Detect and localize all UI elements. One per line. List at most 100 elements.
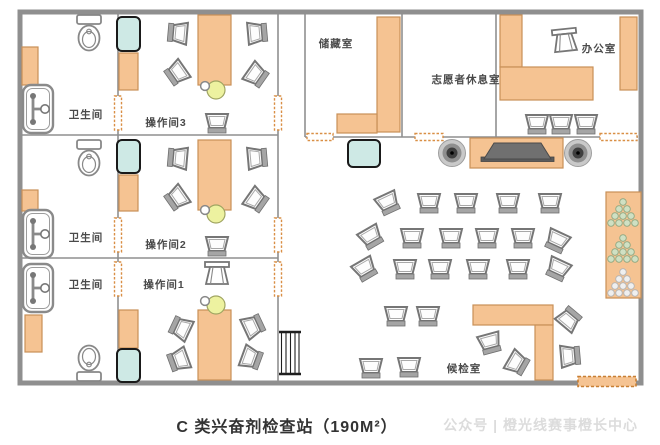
speaker-icon <box>564 139 592 167</box>
chair-icon <box>525 114 549 135</box>
chair-icon <box>496 193 520 214</box>
room-label-bathroom-1: 卫生间 <box>69 108 104 121</box>
waiting-desk-horizontal <box>472 304 554 326</box>
toilet-icon <box>76 14 102 52</box>
chair-icon <box>397 357 421 378</box>
door-icon <box>273 261 283 297</box>
cabinet <box>118 309 139 349</box>
toilet-icon <box>76 344 102 382</box>
cabinet <box>21 46 39 86</box>
chair-icon <box>373 189 404 218</box>
teal-unit <box>116 139 141 174</box>
chair-icon <box>205 236 229 257</box>
chair-icon <box>559 343 582 369</box>
floor-plan: 卫生间 卫生间 卫生间 操作间3 操作间2 操作间1 储藏室 志愿者休息室 办公… <box>17 9 644 388</box>
room-label-volunteer-lounge: 志愿者休息室 <box>432 73 501 86</box>
teal-unit <box>116 16 141 52</box>
cabinet <box>118 174 139 212</box>
stool-icon <box>204 261 230 285</box>
room-label-bathroom-2: 卫生间 <box>69 231 104 244</box>
door-icon <box>306 132 334 142</box>
chair-icon <box>417 193 441 214</box>
small-fixtures <box>199 26 639 376</box>
chair-icon <box>538 193 562 214</box>
door-icon <box>113 217 123 253</box>
chair-icon <box>166 145 189 171</box>
chair-icon <box>549 114 573 135</box>
teal-fixtures <box>116 16 381 383</box>
door-icon <box>273 95 283 131</box>
toilet-icon <box>76 139 102 177</box>
sink-icon <box>21 208 55 260</box>
sink-icon <box>21 262 55 314</box>
chair-icon <box>393 259 417 280</box>
door-icon <box>113 261 123 297</box>
teal-table <box>347 139 381 168</box>
chair-icon <box>454 193 478 214</box>
door-icon <box>414 132 444 142</box>
desk-operation-2 <box>197 139 232 211</box>
grill-icon <box>279 330 301 376</box>
chair-icon <box>237 343 266 373</box>
chair-icon <box>439 228 463 249</box>
door-openings <box>113 95 638 388</box>
office-desk-vertical <box>499 14 523 68</box>
chair-icon <box>246 145 269 171</box>
chair-icon <box>349 254 381 285</box>
chair-icon <box>359 358 383 379</box>
chair-icon <box>161 57 192 89</box>
door-icon <box>113 95 123 131</box>
chair-icon <box>541 227 572 256</box>
door-icon <box>599 132 638 142</box>
chair-icon <box>466 259 490 280</box>
door-icon <box>273 217 283 253</box>
chair-icon <box>241 59 272 91</box>
room-label-bathroom-3: 卫生间 <box>69 278 104 291</box>
stage-area <box>438 139 592 167</box>
lectern-icon <box>483 142 552 160</box>
chair-icon <box>355 222 387 253</box>
chair-icon <box>161 182 192 214</box>
room-label-operation-1: 操作间1 <box>143 278 184 291</box>
desk-operation-3 <box>197 14 232 86</box>
room-label-operation-2: 操作间2 <box>145 238 186 251</box>
chair-icon <box>166 20 189 46</box>
office-cabinet <box>619 16 638 91</box>
chair-icon <box>400 228 424 249</box>
room-label-operation-3: 操作间3 <box>145 116 186 129</box>
chair-icon <box>506 259 530 280</box>
cabinet <box>21 189 39 212</box>
chair-icon <box>166 312 195 343</box>
entrance-door-icon <box>577 375 637 388</box>
chair-icon <box>574 114 598 135</box>
chair-icon <box>476 330 505 357</box>
chair-icon <box>511 228 535 249</box>
room-label-waiting: 候检室 <box>447 362 482 375</box>
chair-icon <box>246 20 269 46</box>
chair-icon <box>553 303 585 334</box>
storage-shelf-tall <box>376 16 401 133</box>
room-label-office: 办公室 <box>582 42 617 55</box>
office-desk-horizontal <box>499 66 594 101</box>
chair-icon <box>205 113 229 134</box>
chair-icon <box>241 184 272 216</box>
chair-icon <box>384 306 408 327</box>
lamp-icon <box>199 204 226 224</box>
room-label-storage: 储藏室 <box>319 37 354 50</box>
chair-icon <box>239 310 268 341</box>
room-labels: 卫生间 卫生间 卫生间 操作间3 操作间2 操作间1 储藏室 志愿者休息室 办公… <box>69 37 617 375</box>
cabinet <box>24 314 43 353</box>
orange-furniture <box>21 14 642 381</box>
chair-icon <box>502 347 533 379</box>
chair-icon <box>428 259 452 280</box>
sink-icon <box>21 83 55 135</box>
plan-title: C 类兴奋剂检查站（190M²） <box>176 419 398 436</box>
lamp-icon <box>199 80 226 100</box>
storage-shelf-low <box>336 113 378 134</box>
chair-icon <box>542 255 573 284</box>
speaker-icon <box>438 139 466 167</box>
desk-operation-1 <box>197 309 232 381</box>
teal-unit <box>116 348 141 383</box>
chair-icon <box>475 228 499 249</box>
